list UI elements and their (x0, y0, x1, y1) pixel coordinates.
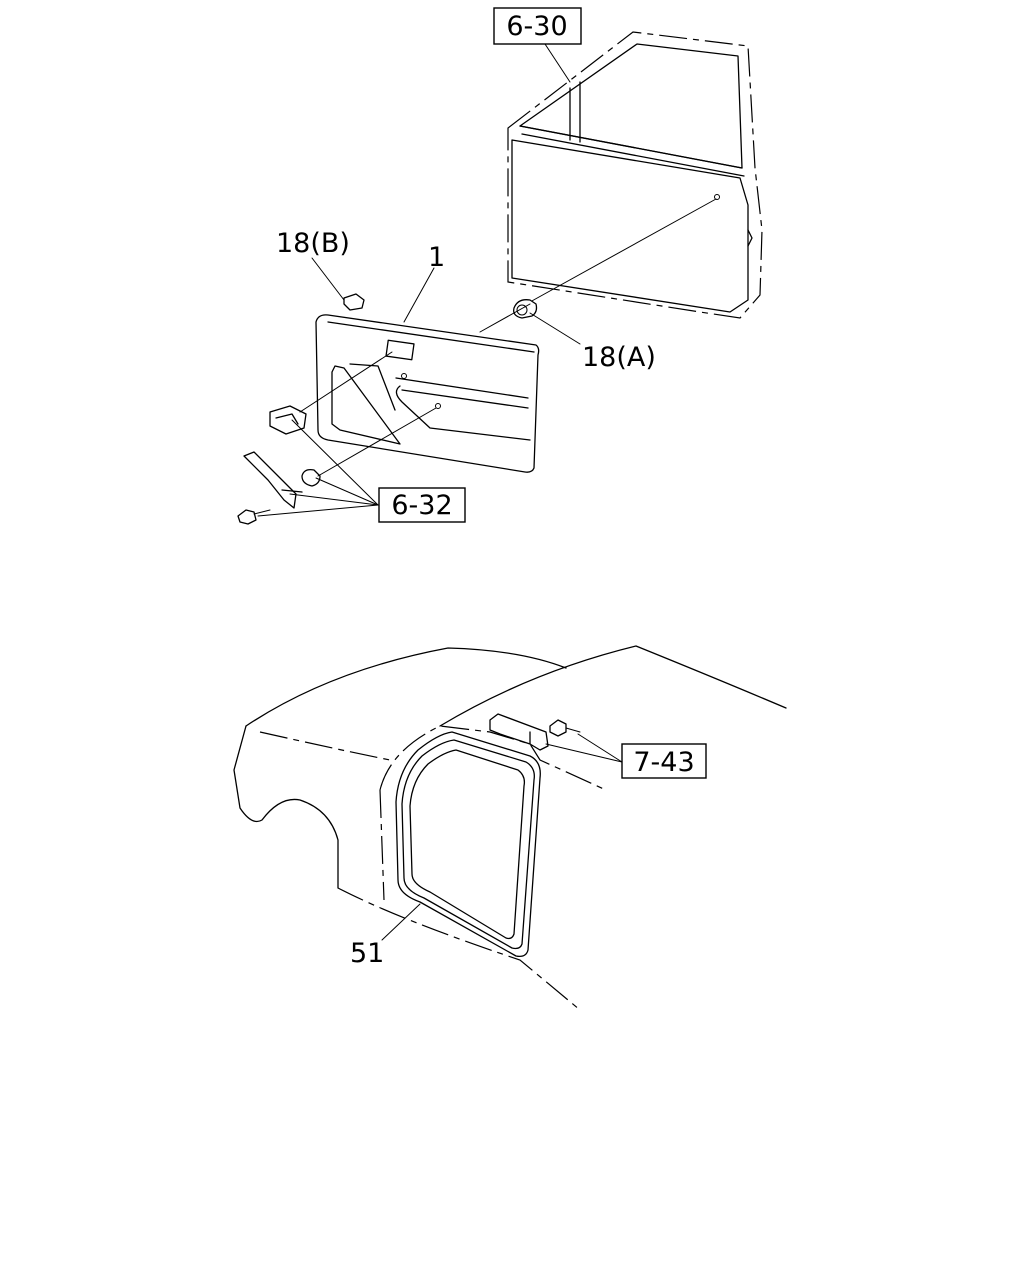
clip-18b (311, 257, 365, 311)
door-hinge-edge (747, 229, 753, 247)
ref-7-43-leader-2 (545, 743, 623, 763)
screw-grommet (301, 468, 321, 487)
label-18a: 18(A) (582, 342, 656, 373)
body-assembly (233, 645, 787, 1011)
body-cowl-line (259, 731, 391, 761)
pull-strap-tab (281, 489, 303, 493)
door-mount-hole (714, 194, 720, 200)
clip-18a (513, 299, 581, 345)
label-51: 51 (350, 938, 384, 969)
leader-bezel-to-cutout (299, 351, 393, 413)
assist-grip-screw (549, 719, 567, 737)
ref-6-32-leader-3 (289, 493, 379, 506)
weatherstrip-51 (381, 731, 541, 958)
clip-18a-leader (529, 312, 581, 345)
body-roof-line-2 (439, 645, 787, 727)
ref-7-43-leader-1 (577, 733, 623, 763)
ref-6-32-leader-4 (257, 504, 379, 517)
trim-panel-armrest (331, 365, 401, 445)
trim-panel-top-edge (327, 321, 535, 353)
clip-18b-shape (343, 293, 365, 311)
weatherstrip-leader (381, 903, 421, 941)
body-a-pillar (379, 789, 385, 901)
label-1: 1 (428, 242, 445, 273)
door-window-frame (519, 43, 743, 169)
trim-panel-pull-handle (349, 363, 396, 411)
pull-strap (243, 451, 297, 509)
ref-6-32-label: 6-32 (391, 490, 452, 521)
ref-6-30[interactable]: 6-30 (493, 7, 582, 83)
trim-panel-pocket (395, 377, 531, 441)
trim-panel-leader-1 (479, 303, 531, 333)
ref-7-43-box[interactable] (621, 743, 707, 779)
ref-6-32[interactable]: 6-32 (257, 419, 466, 523)
ref-6-32-box[interactable] (378, 487, 466, 523)
assist-grip (489, 713, 581, 751)
trim-panel-hole-1 (401, 373, 407, 379)
body-front-fender (233, 725, 339, 889)
ref-6-30-box[interactable] (493, 7, 582, 45)
label-1-leader (403, 267, 435, 323)
body-door-opening (379, 725, 607, 791)
ref-7-43-label: 7-43 (633, 747, 694, 778)
ref-7-43[interactable]: 7-43 (545, 733, 707, 779)
clip-18a-head (516, 304, 528, 316)
weatherstrip-mid (401, 739, 535, 950)
weatherstrip-outer (395, 731, 541, 958)
assist-grip-screw-shaft (565, 727, 581, 733)
ref-6-30-leader (544, 43, 571, 83)
door-inner-panel (511, 139, 749, 313)
leader-door-to-clip (529, 198, 717, 303)
screw-1-shaft (253, 509, 271, 515)
handle-bezel-face (275, 413, 299, 425)
trim-hardware (237, 351, 437, 525)
door-trim-panel (315, 303, 540, 473)
ref-6-32-leader-2 (315, 477, 379, 506)
screw-1 (237, 509, 257, 525)
trim-panel-hole-2 (435, 403, 441, 409)
weatherstrip-inner (409, 749, 526, 940)
door-window-sill (519, 125, 745, 177)
body-roof-line (245, 647, 567, 727)
door-outline (507, 31, 763, 319)
door-window-pillar (569, 81, 581, 143)
clip-18b-leader (311, 257, 345, 301)
ref-6-32-leader-1 (291, 419, 379, 506)
door-assembly (507, 31, 763, 319)
body-sill-line (337, 887, 581, 1011)
ref-6-30-label: 6-30 (506, 11, 567, 42)
label-18b: 18(B) (276, 228, 350, 259)
assist-grip-body (489, 713, 549, 751)
trim-panel-handle-cutout (385, 339, 415, 361)
handle-bezel (269, 405, 307, 435)
